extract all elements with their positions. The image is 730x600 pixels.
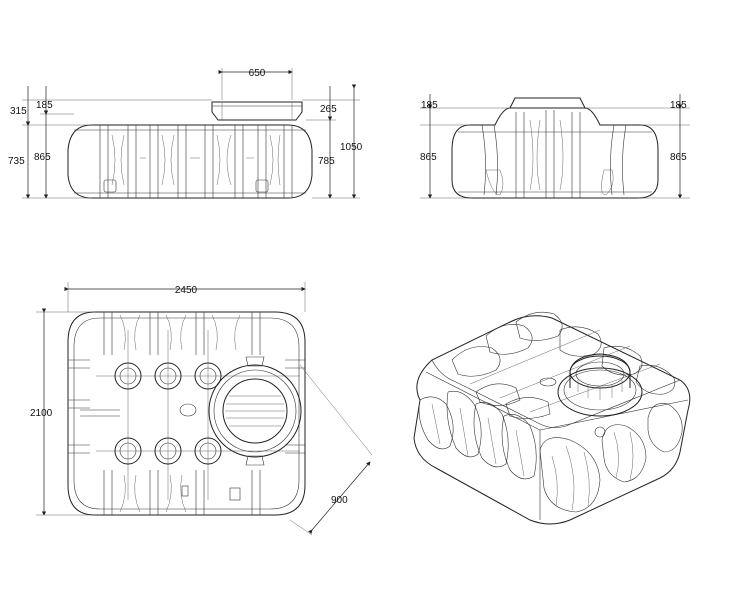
dim-front-265: 265 — [320, 104, 337, 115]
top-ribs — [68, 312, 305, 515]
isometric-view — [413, 311, 691, 525]
dim-front-735: 735 — [8, 156, 25, 167]
dim-top-2100: 2100 — [30, 408, 53, 419]
top-view: 2450 2100 900 — [30, 282, 373, 536]
dim-front-865: 865 — [34, 152, 51, 163]
dim-top-900: 900 — [331, 495, 348, 506]
dim-side-865-left: 865 — [420, 152, 437, 163]
dim-front-315: 315 — [10, 106, 27, 117]
dim-side-185-left: 185 — [421, 100, 438, 111]
dim-side-185-right: 185 — [670, 100, 687, 111]
dim-top-2450: 2450 — [175, 285, 198, 296]
top-domes — [114, 362, 241, 501]
dim-front-1050: 1050 — [340, 142, 363, 153]
iso-front-dome — [539, 403, 683, 513]
top-manhole — [208, 356, 302, 466]
dim-front-650: 650 — [249, 68, 266, 79]
front-view: 650 315 185 735 865 265 785 1050 — [8, 68, 363, 199]
iso-top-lobes — [451, 311, 676, 419]
side-ribs — [481, 110, 627, 198]
dim-side-865-right: 865 — [670, 152, 687, 163]
front-ribs — [99, 125, 293, 198]
iso-lobes-left — [418, 390, 537, 480]
iso-manhole — [539, 353, 643, 438]
dim-front-185: 185 — [36, 100, 53, 111]
side-view: 185 865 185 865 — [420, 94, 690, 199]
dim-front-785: 785 — [318, 156, 335, 167]
